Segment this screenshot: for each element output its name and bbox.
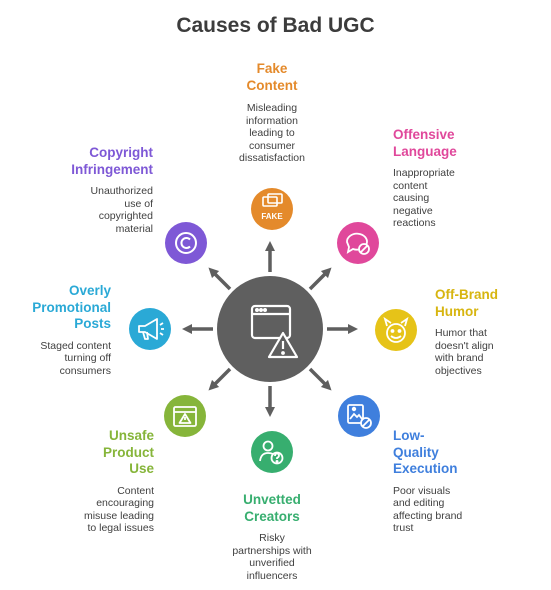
fake-photo-icon <box>262 193 283 207</box>
off-brand-humor-description: Humor that doesn't align with brand obje… <box>435 327 494 377</box>
node-low-quality-execution <box>338 395 380 437</box>
label-offensive-language: Offensive Language Inappropriate content… <box>393 127 523 230</box>
copyright-infringement-description: Unauthorized use of copyrighted material <box>90 185 153 235</box>
unsafe-product-use-heading: Unsafe Product Use <box>102 428 154 476</box>
connector-arrows <box>182 241 358 417</box>
label-fake-content: Fake Content Misleading information lead… <box>207 61 337 165</box>
page-title: Causes of Bad UGC <box>176 14 375 37</box>
label-off-brand-humor: Off-Brand Humor Humor that doesn't align… <box>435 287 545 377</box>
megaphone-icon <box>138 318 164 340</box>
node-copyright-infringement <box>165 222 207 264</box>
fake-content-heading: Fake Content <box>246 61 298 93</box>
fake-badge-text: FAKE <box>261 212 283 221</box>
low-quality-execution-heading: Low- Quality Execution <box>393 428 458 476</box>
overly-promotional-posts-heading: Overly Promotional Posts <box>32 283 111 331</box>
browser-warning-icon <box>250 304 299 359</box>
jester-face-icon <box>383 316 409 343</box>
node-unsafe-product-use <box>164 395 206 437</box>
low-quality-execution-description: Poor visuals and editing affecting brand… <box>393 484 463 535</box>
image-blocked-icon <box>347 404 372 429</box>
unsafe-product-use-description: Content encouraging misuse leading to le… <box>83 484 154 535</box>
hub <box>217 276 323 382</box>
node-offensive-language <box>337 222 379 264</box>
speech-bubble-blocked-icon <box>346 232 370 255</box>
arrow-up-right <box>308 267 332 291</box>
overly-promotional-posts-description: Staged content turning off consumers <box>40 339 111 377</box>
unvetted-creators-description: Risky partnerships with unverified influ… <box>232 532 312 582</box>
offensive-language-heading: Offensive Language <box>393 127 457 159</box>
arrow-down-right <box>308 367 332 391</box>
label-low-quality-execution: Low- Quality Execution Poor visuals and … <box>393 428 513 535</box>
arrow-up-left <box>208 267 232 291</box>
label-unvetted-creators: Unvetted Creators Risky partnerships wit… <box>207 492 337 582</box>
user-question-icon <box>259 440 284 465</box>
node-fake-content: FAKE <box>251 188 293 230</box>
label-unsafe-product-use: Unsafe Product Use Content encouraging m… <box>34 428 154 535</box>
fake-content-description: Misleading information leading to consum… <box>239 102 305 164</box>
offensive-language-description: Inappropriate content causing negative r… <box>393 167 455 229</box>
label-copyright-infringement: Copyright Infringement Unauthorized use … <box>23 145 153 235</box>
label-overly-promotional-posts: Overly Promotional Posts Staged content … <box>10 283 111 377</box>
box-warning-icon <box>173 406 197 427</box>
copyright-infringement-heading: Copyright Infringement <box>71 145 153 177</box>
node-overly-promotional-posts <box>129 308 171 350</box>
node-unvetted-creators <box>251 431 293 473</box>
node-off-brand-humor <box>375 309 417 351</box>
unvetted-creators-heading: Unvetted Creators <box>243 492 301 524</box>
copyright-icon <box>175 232 197 254</box>
off-brand-humor-heading: Off-Brand Humor <box>435 287 498 319</box>
arrow-down-left <box>208 367 232 391</box>
